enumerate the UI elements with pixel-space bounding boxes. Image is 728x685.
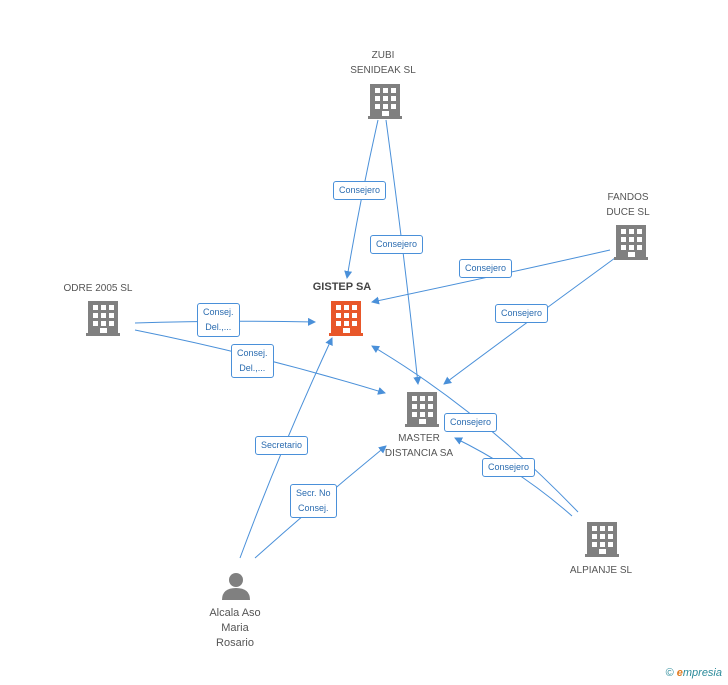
edge-label-alpianje-master[interactable]: Consejero xyxy=(482,458,536,477)
edge-label-zubi-master[interactable]: Consejero xyxy=(370,235,424,254)
alcala-label-line3: Rosario xyxy=(216,637,254,649)
alcala-person-icon[interactable] xyxy=(222,573,250,600)
edge-label-text-1: Secr. No xyxy=(296,488,331,498)
master-building-icon[interactable] xyxy=(405,392,439,427)
fandos-label-line2: DUCE SL xyxy=(606,207,650,218)
master-label[interactable]: MASTER DISTANCIA SA xyxy=(378,431,460,461)
gistep-building-icon[interactable] xyxy=(329,301,363,336)
zubi-label[interactable]: ZUBI SENIDEAK SL xyxy=(338,48,428,78)
odre-label-text: ODRE 2005 SL xyxy=(63,283,133,294)
edge-label-alcala-master[interactable]: Secr. No Consej. xyxy=(290,484,337,518)
odre-label[interactable]: ODRE 2005 SL xyxy=(48,281,148,296)
edge-label-fandos-gistep[interactable]: Consejero xyxy=(459,259,513,278)
zubi-building-icon[interactable] xyxy=(368,84,402,119)
alpianje-label-text: ALPIANJE SL xyxy=(569,565,633,576)
alcala-label[interactable]: Alcala Aso Maria Rosario xyxy=(190,606,280,651)
edge-label-alcala-gistep[interactable]: Secretario xyxy=(255,436,309,455)
edge-label-text: Consejero xyxy=(501,308,543,318)
edge-label-odre-master[interactable]: Consej. Del.,... xyxy=(231,344,274,378)
fandos-label[interactable]: FANDOS DUCE SL xyxy=(588,190,668,220)
brand-name: mpresia xyxy=(682,667,722,679)
edge-label-text-1: Consej. xyxy=(203,307,234,317)
fandos-building-icon[interactable] xyxy=(614,225,648,260)
zubi-label-line1: ZUBI xyxy=(371,50,395,61)
edge-label-fandos-master[interactable]: Consejero xyxy=(495,304,549,323)
edge-label-odre-gistep[interactable]: Consej. Del.,... xyxy=(197,303,240,337)
edge-label-text: Consejero xyxy=(450,417,492,427)
edge-label-zubi-gistep[interactable]: Consejero xyxy=(333,181,387,200)
copyright-symbol: © xyxy=(665,667,674,679)
fandos-label-line1: FANDOS xyxy=(607,192,649,203)
brand-initial: e xyxy=(676,667,683,679)
edge-label-alpianje-gistep[interactable]: Consejero xyxy=(444,413,498,432)
odre-building-icon[interactable] xyxy=(86,301,120,336)
edge-label-text: Consejero xyxy=(488,462,530,472)
alcala-label-line2: Maria xyxy=(221,622,249,634)
gistep-label-text: GISTEP SA xyxy=(312,281,372,293)
edge-zubi-master xyxy=(385,119,422,385)
edge-label-text-2: Consej. xyxy=(298,503,329,513)
zubi-label-line2: SENIDEAK SL xyxy=(350,65,416,76)
edge-label-text-2: Del.,... xyxy=(205,322,232,332)
alpianje-building-icon[interactable] xyxy=(585,522,619,557)
master-label-line2: DISTANCIA SA xyxy=(384,448,454,459)
alpianje-label[interactable]: ALPIANJE SL xyxy=(556,563,646,578)
edge-label-text: Consejero xyxy=(465,263,507,273)
edge-label-text: Consejero xyxy=(339,185,381,195)
gistep-label[interactable]: GISTEP SA xyxy=(296,280,388,295)
brand-footer[interactable]: © empresia xyxy=(666,667,722,679)
alcala-label-line1: Alcala Aso xyxy=(209,607,261,619)
master-label-line1: MASTER xyxy=(398,433,440,444)
edge-label-text-1: Consej. xyxy=(237,348,268,358)
edge-label-text: Consejero xyxy=(376,239,418,249)
edge-label-text: Secretario xyxy=(261,440,303,450)
edge-label-text-2: Del.,... xyxy=(239,363,266,373)
